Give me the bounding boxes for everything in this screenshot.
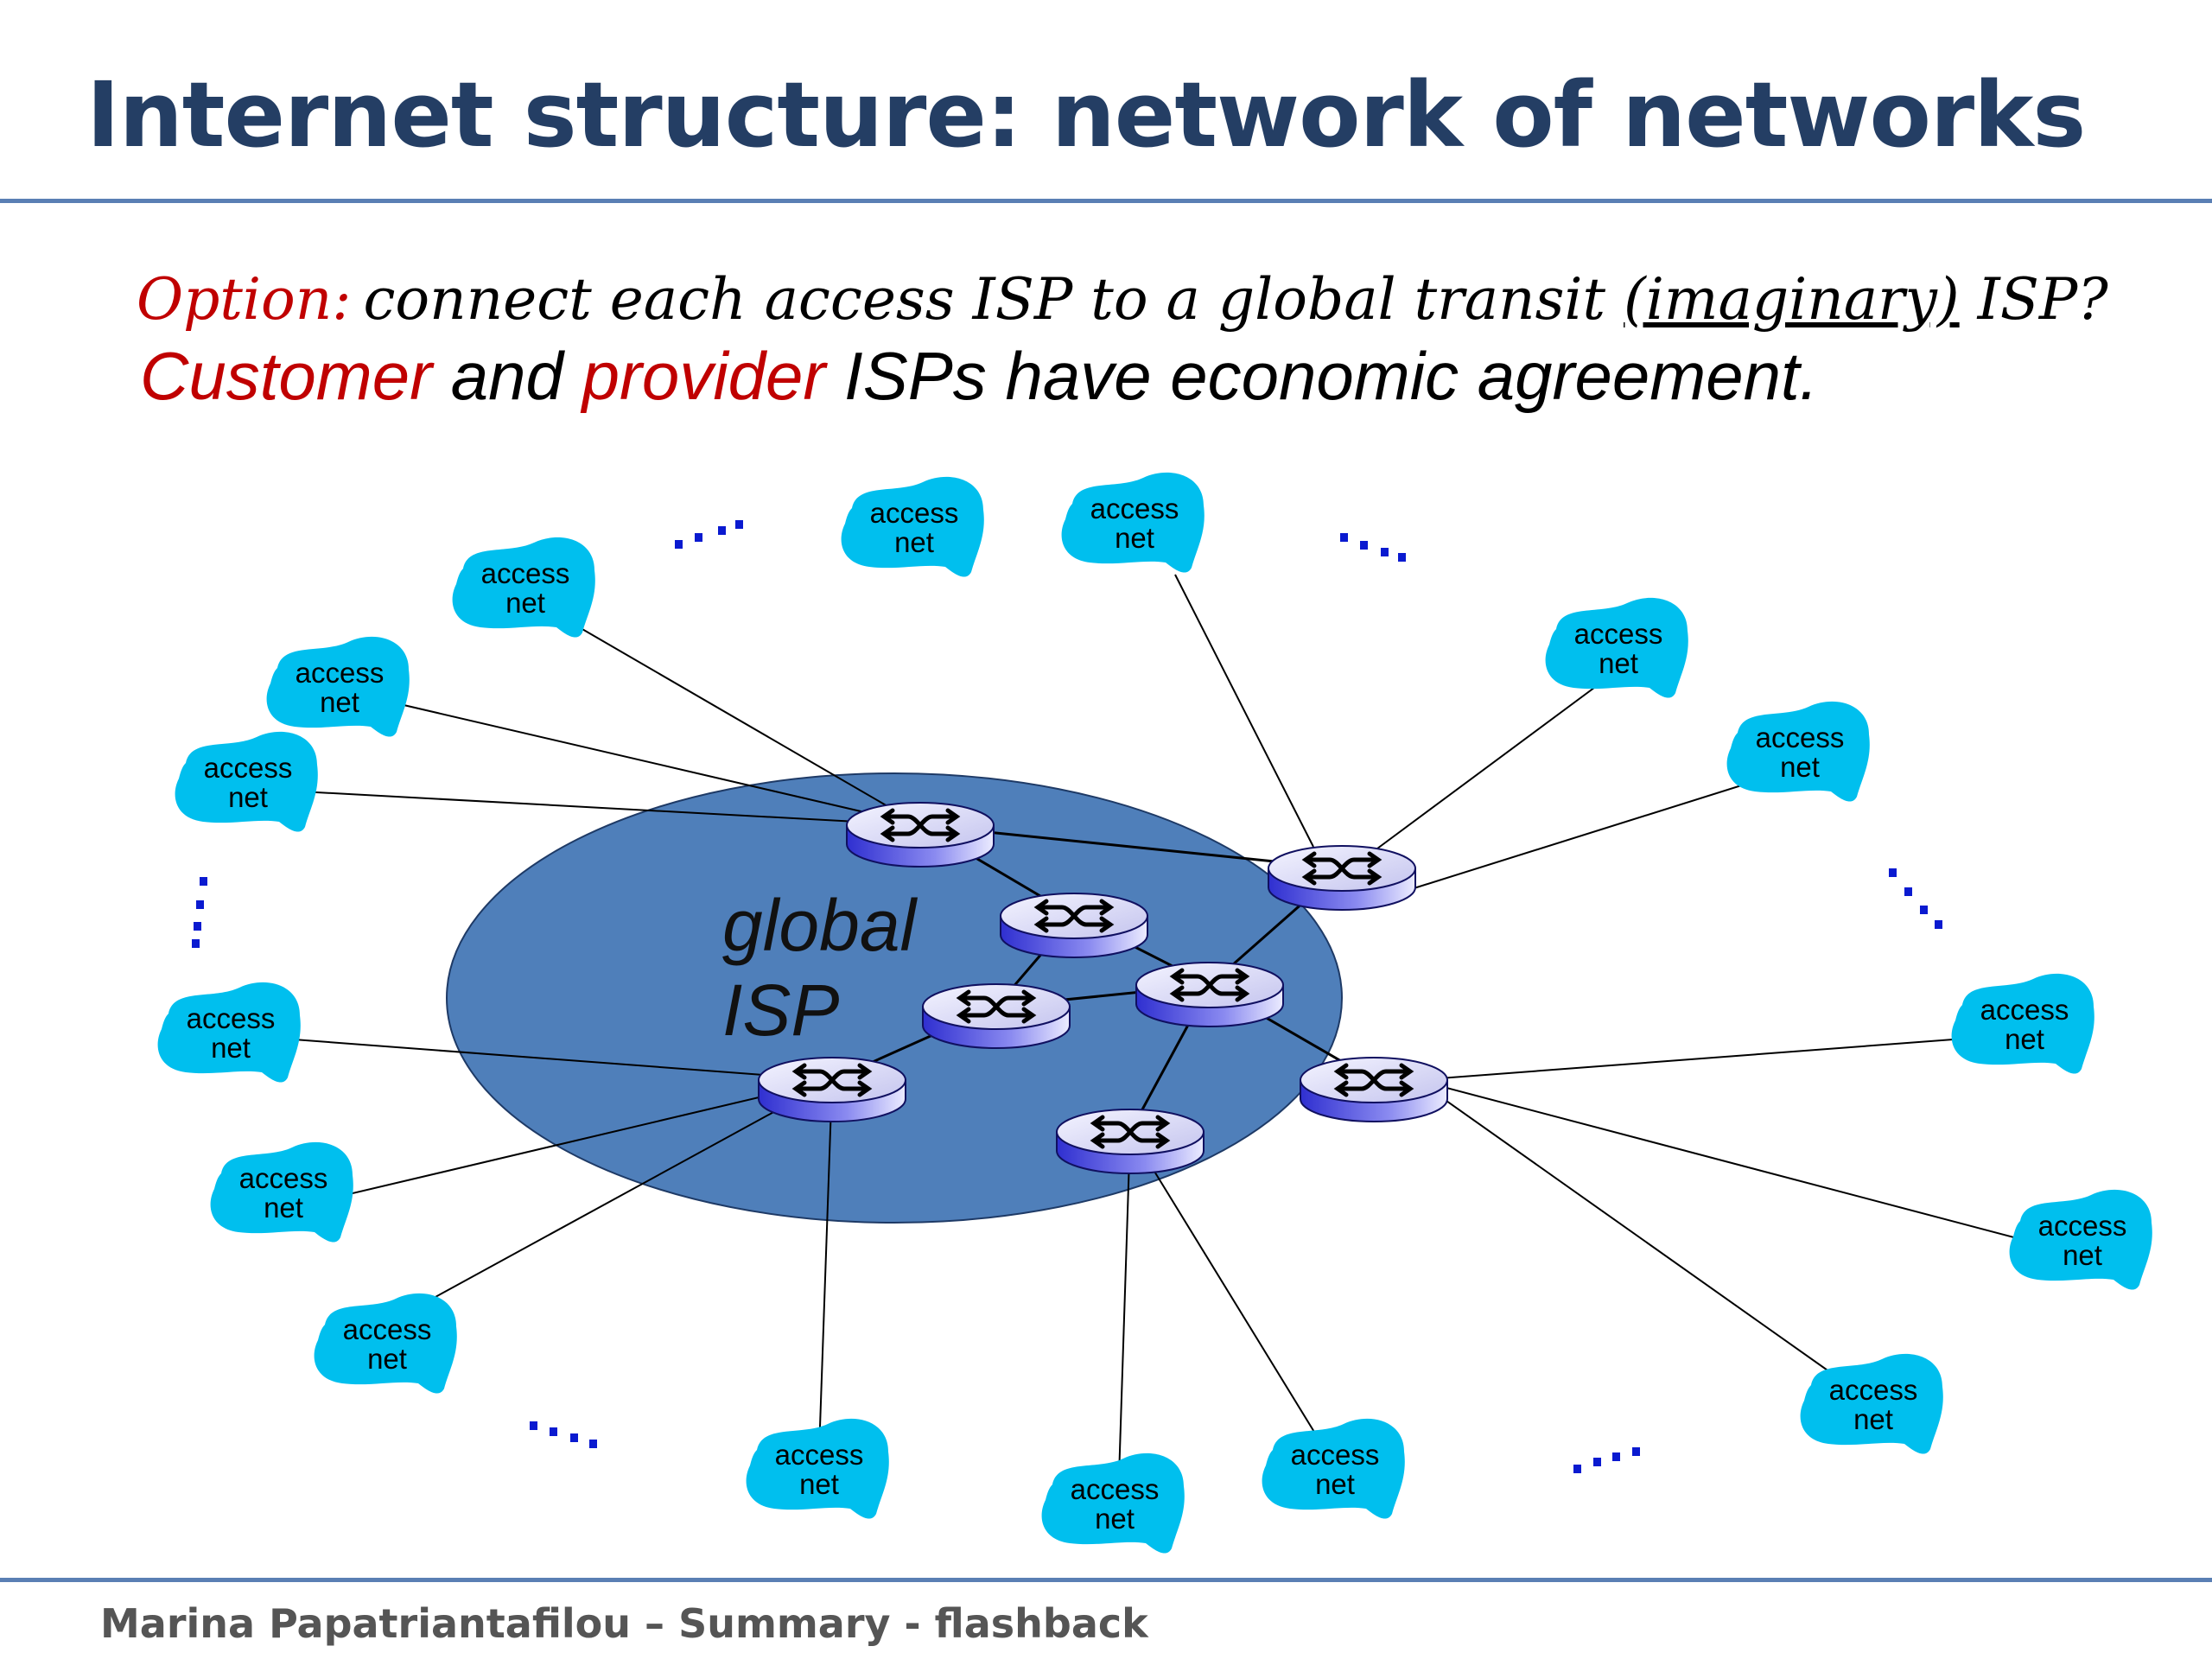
access-link	[362, 695, 921, 826]
provider-word: provider	[582, 338, 826, 414]
access-net-label: net	[211, 1032, 251, 1064]
ellipsis-dots	[192, 877, 207, 948]
access-link	[1373, 664, 1625, 852]
router-icon	[1268, 845, 1416, 911]
access-net-label: access	[1980, 994, 2069, 1026]
access-net-label: net	[1780, 751, 1820, 783]
isp-label-line2: ISP	[722, 969, 839, 1051]
access-net-label: access	[481, 557, 570, 589]
access-link	[1416, 1036, 1988, 1081]
access-net-label: net	[799, 1468, 839, 1500]
ellipsis-dots	[1889, 868, 1942, 929]
access-link	[1416, 1079, 2057, 1249]
router-icon	[1056, 1109, 1205, 1174]
title-divider	[0, 199, 2212, 203]
router-icon	[1000, 893, 1148, 958]
access-link	[319, 1079, 833, 1202]
access-link	[258, 1036, 833, 1081]
customer-word: Customer	[140, 338, 433, 414]
access-net-label: net	[1853, 1403, 1893, 1435]
access-net-label: access	[1829, 1374, 1918, 1406]
access-link	[1118, 1131, 1131, 1478]
access-link	[1174, 574, 1314, 848]
routers-layer	[758, 802, 1448, 1174]
router-icon	[1300, 1057, 1448, 1122]
access-net-label: access	[1071, 1473, 1160, 1505]
router-icon	[922, 983, 1071, 1049]
agreement-text: ISPs have economic agreement.	[825, 338, 1819, 414]
ellipsis-dots	[675, 520, 743, 549]
ellipsis-dots	[530, 1421, 597, 1448]
and-word: and	[432, 338, 582, 414]
access-net-label: access	[204, 752, 293, 784]
access-net-label: net	[2005, 1023, 2044, 1055]
imaginary-word: (imaginary)	[1624, 266, 1960, 333]
option-label: Option:	[137, 266, 352, 333]
router-icon	[758, 1057, 906, 1122]
access-net-label: access	[1756, 721, 1845, 753]
access-net-label: net	[1115, 522, 1154, 554]
access-net-label: net	[1599, 647, 1638, 679]
access-link	[1408, 772, 1781, 891]
access-net-label: access	[1574, 618, 1663, 650]
access-net-label: access	[187, 1002, 276, 1034]
access-link	[1129, 1131, 1327, 1452]
access-net-label: net	[320, 686, 359, 718]
access-net-label: access	[343, 1313, 432, 1345]
access-net-label: access	[870, 497, 959, 529]
isp-label-line1: global	[722, 885, 918, 966]
access-net-label: access	[775, 1439, 864, 1471]
access-net-label: access	[239, 1162, 328, 1194]
access-nets-layer: accessnetaccessnetaccessnetaccessnetacce…	[157, 472, 2152, 1554]
access-net-label: net	[894, 526, 934, 558]
access-link	[569, 621, 921, 826]
access-link	[1416, 1079, 1846, 1383]
access-net-label: net	[505, 587, 545, 619]
isp-label: global ISP	[722, 885, 918, 1051]
footer-text: Marina Papatriantafilou – Summary - flas…	[100, 1600, 1148, 1647]
access-net-label: net	[367, 1343, 407, 1375]
access-link	[284, 790, 921, 826]
question-end: ISP?	[1959, 266, 2108, 333]
links-layer	[258, 574, 2057, 1478]
access-net-label: net	[228, 781, 268, 813]
access-net-label: access	[2038, 1210, 2127, 1242]
ellipsis-dots	[1340, 533, 1406, 562]
access-net-label: net	[1315, 1468, 1355, 1500]
question-text: connect each access ISP to a global tran…	[363, 266, 1624, 333]
access-link	[818, 1079, 833, 1452]
access-net-label: access	[1291, 1439, 1380, 1471]
access-net-label: access	[1090, 493, 1179, 524]
footer-divider	[0, 1578, 2212, 1582]
access-net-label: access	[296, 657, 385, 689]
question-line: Option:connect each access ISP to a glob…	[137, 266, 2108, 333]
ellipsis-layer	[192, 520, 1942, 1473]
access-link	[397, 1079, 833, 1319]
router-icon	[846, 802, 995, 868]
slide-title: Internet structure: network of networks	[86, 62, 2086, 168]
ellipsis-dots	[1573, 1447, 1640, 1473]
agreement-line: Customer and provider ISPs have economic…	[140, 337, 1818, 416]
router-icon	[1135, 962, 1284, 1027]
access-net-label: net	[264, 1192, 303, 1224]
access-net-label: net	[1095, 1503, 1135, 1535]
access-net-label: net	[2063, 1239, 2102, 1271]
